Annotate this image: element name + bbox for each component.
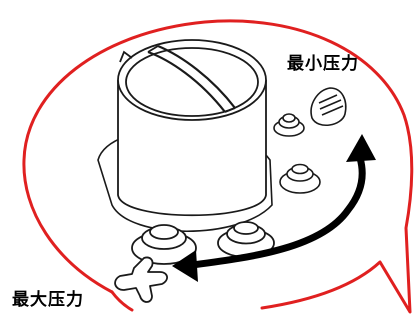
large-knob-middle [217, 221, 275, 258]
min-pressure-label: 最小压力 [287, 54, 359, 74]
small-knob-top [273, 113, 305, 137]
speech-bubble-outline [22, 19, 414, 314]
speech-bubble-outline-tail [110, 290, 134, 312]
large-knob-left [131, 224, 197, 265]
main-knob [117, 39, 267, 217]
max-pressure-label: 最大压力 [12, 290, 84, 310]
small-knob-middle [279, 163, 321, 194]
min-pressure-knob [310, 87, 347, 126]
arrowhead-min [346, 134, 376, 162]
max-pressure-cross-knob [114, 256, 168, 303]
arrowhead-max [172, 250, 198, 282]
rotation-arrow [172, 134, 376, 282]
